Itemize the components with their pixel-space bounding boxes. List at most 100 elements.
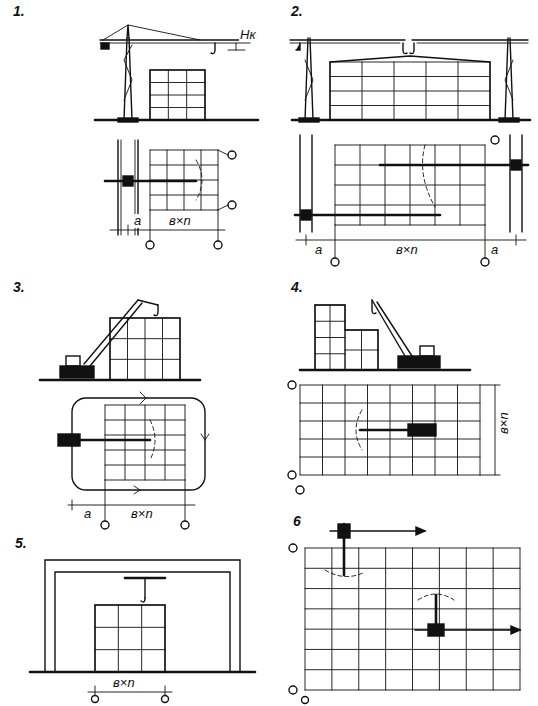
panel-number: 1. <box>12 4 26 18</box>
panel-number: 2. <box>290 4 304 18</box>
gantry-crane-5 <box>30 560 255 703</box>
crawler-crane-3 <box>40 300 209 529</box>
grid-line <box>385 548 386 690</box>
grid-line <box>315 337 345 338</box>
grid-line <box>300 421 480 422</box>
grid-line <box>305 608 520 609</box>
grid-line <box>150 70 205 71</box>
grid-line <box>105 480 185 481</box>
grid-line <box>305 629 520 630</box>
grid-line <box>493 548 494 690</box>
grid-line <box>335 165 485 166</box>
grid-line <box>110 318 180 319</box>
grid-line <box>110 380 180 381</box>
grid-line <box>412 385 413 475</box>
plan-1 <box>105 140 236 249</box>
grid-line <box>331 548 332 690</box>
grid-line <box>367 385 368 475</box>
grid-line <box>95 649 165 650</box>
dimension-label: в×n <box>168 214 192 228</box>
dimension-label: a <box>83 507 92 521</box>
grid-line <box>330 120 490 121</box>
grid-line <box>165 405 166 480</box>
grid-line <box>345 305 346 370</box>
grid-line <box>110 318 111 380</box>
grid-line <box>105 450 185 451</box>
grid-line <box>315 321 345 322</box>
grid-line <box>127 318 128 380</box>
grid-line <box>162 318 163 380</box>
grid-line <box>335 205 485 206</box>
grid-line <box>150 95 205 96</box>
tower-crane-1 <box>95 25 258 122</box>
grid-line <box>145 318 146 380</box>
grid-line <box>105 420 185 421</box>
grid-line <box>330 91 490 92</box>
grid-line <box>95 605 165 606</box>
grid-line <box>150 82 205 83</box>
dimension-label: Hк <box>239 28 257 42</box>
dimension-label: в×n <box>497 411 511 435</box>
grid-line <box>335 185 485 186</box>
grid-line <box>105 465 185 466</box>
panel-number: 4. <box>290 280 304 294</box>
grid-line <box>315 370 345 371</box>
grid-line <box>150 165 218 166</box>
grid-line <box>358 548 359 690</box>
grid-line <box>330 62 490 63</box>
panel-number: 6 <box>292 514 302 528</box>
dimension-label: в×n <box>395 243 419 257</box>
grid-line <box>315 353 345 354</box>
grid-line <box>300 457 480 458</box>
grid-line <box>305 548 520 549</box>
grid-line <box>150 107 205 108</box>
grid-line <box>150 120 205 121</box>
grid-line <box>300 403 480 404</box>
plan-6 <box>289 524 520 704</box>
panel-number: 3. <box>12 280 26 294</box>
grid-line <box>105 405 185 406</box>
grid-line <box>185 405 186 480</box>
grid-line <box>439 548 440 690</box>
grid-line <box>345 385 346 475</box>
grid-line <box>305 568 520 569</box>
grid-line <box>345 350 378 351</box>
grid-line <box>305 588 520 589</box>
grid-line <box>520 548 521 690</box>
grid-line <box>110 359 180 360</box>
dimension-label: a <box>490 243 499 257</box>
grid-line <box>150 180 218 181</box>
grid-line <box>335 145 485 146</box>
grid-line <box>305 548 306 690</box>
grid-line <box>305 690 520 691</box>
grid-line <box>457 385 458 475</box>
plan-2 <box>295 135 528 266</box>
grid-line <box>150 150 218 151</box>
grid-line <box>150 195 218 196</box>
grid-line <box>390 385 391 475</box>
grid-line <box>466 548 467 690</box>
grid-line <box>305 649 520 650</box>
grid-line <box>345 370 378 371</box>
grid-line <box>315 305 345 306</box>
grid-line <box>105 405 106 480</box>
dimension-label: в×n <box>112 676 136 690</box>
grid-line <box>330 76 490 77</box>
grid-line <box>150 210 218 211</box>
grid-line <box>95 627 165 628</box>
grid-line <box>300 385 480 386</box>
grid-line <box>95 672 165 673</box>
grid-line <box>300 475 480 476</box>
tower-cranes-2 <box>290 38 530 122</box>
grid-line <box>300 439 480 440</box>
grid-line <box>435 385 436 475</box>
grid-line <box>110 338 180 339</box>
grid-line <box>345 330 378 331</box>
grid-line <box>141 605 142 672</box>
grid-line <box>145 405 146 480</box>
grid-line <box>330 105 490 106</box>
grid-line <box>95 605 96 672</box>
grid-line <box>165 605 166 672</box>
crawler-crane-4 <box>288 300 500 494</box>
